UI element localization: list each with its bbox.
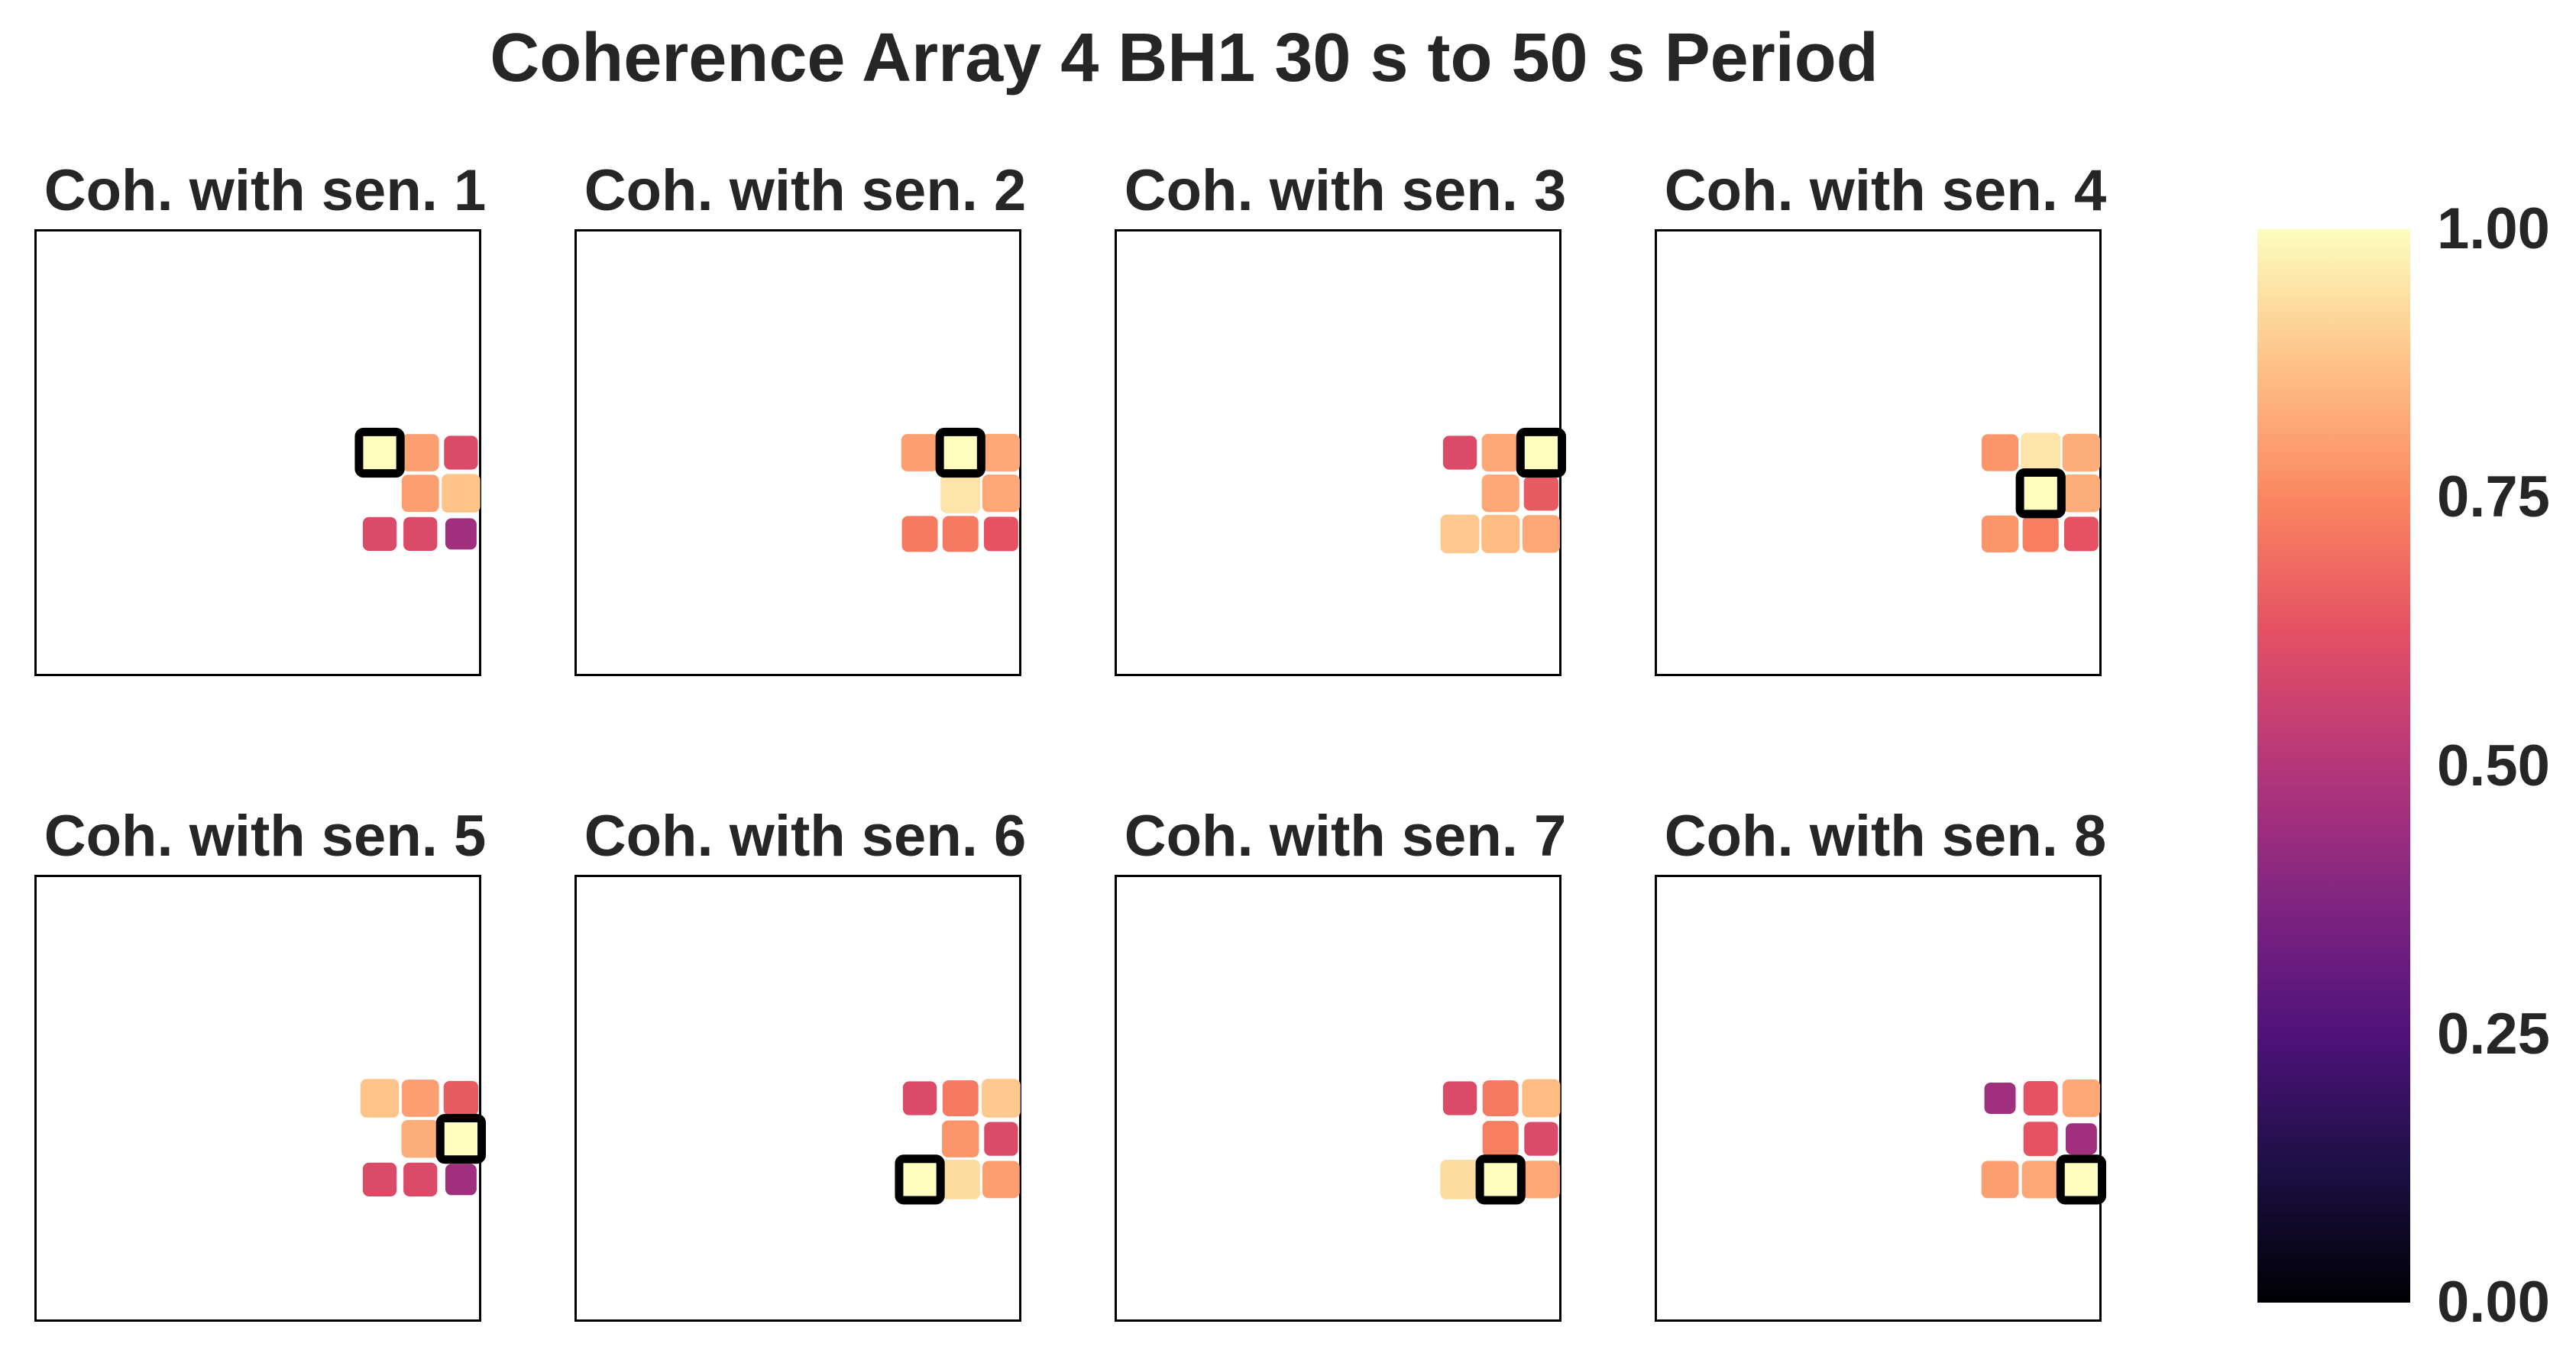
sensor-3-cell bbox=[1520, 432, 1561, 474]
sensor-4-cell bbox=[940, 473, 981, 513]
reference-sensor-outline bbox=[435, 1114, 487, 1164]
colorbar-tick-label-0-25: 0.25 bbox=[2437, 1001, 2550, 1067]
sensor-6-cell bbox=[899, 1159, 940, 1200]
sensor-8-cell bbox=[1522, 515, 1560, 553]
sensor-4-cell bbox=[401, 1119, 439, 1158]
sensor-8-cell bbox=[445, 1164, 477, 1196]
sensor-5-cell bbox=[1523, 475, 1559, 511]
panel-title-4: Coh. with sen. 4 bbox=[1664, 158, 2107, 223]
coherence-panel-6 bbox=[574, 875, 1021, 1322]
colorbar-tick-label-1-00: 1.00 bbox=[2437, 196, 2550, 261]
sensor-6-cell bbox=[1440, 514, 1480, 554]
sensor-7-cell bbox=[2022, 516, 2059, 552]
sensor-4-cell bbox=[942, 1120, 979, 1157]
sensor-8-cell bbox=[982, 1161, 1020, 1199]
sensor-4-cell bbox=[1481, 474, 1519, 513]
coherence-panel-1 bbox=[34, 229, 481, 676]
sensor-5-cell bbox=[1524, 1122, 1558, 1156]
reference-sensor-outline bbox=[895, 1154, 945, 1205]
sensor-5-cell bbox=[982, 474, 1020, 513]
sensor-7-cell bbox=[403, 1162, 438, 1196]
sensor-3-cell bbox=[2062, 433, 2101, 472]
sensor-7-cell bbox=[2021, 1161, 2060, 1199]
sensor-2-cell bbox=[401, 434, 439, 471]
sensor-4-cell bbox=[1482, 1121, 1519, 1157]
panel-title-6: Coh. with sen. 6 bbox=[584, 804, 1027, 869]
sensor-2-cell bbox=[2021, 432, 2061, 473]
reference-sensor-outline bbox=[935, 427, 985, 478]
colorbar-tick-label-0-50: 0.50 bbox=[2437, 733, 2550, 798]
panel-title-3: Coh. with sen. 3 bbox=[1124, 158, 1567, 223]
sensor-1-cell bbox=[359, 432, 400, 474]
sensor-1-cell bbox=[1442, 1081, 1477, 1115]
sensor-1-cell bbox=[1981, 434, 2019, 471]
sensor-3-cell bbox=[2062, 1079, 2100, 1118]
panel-title-2: Coh. with sen. 2 bbox=[584, 158, 1027, 223]
sensor-6-cell bbox=[362, 516, 397, 551]
panel-title-7: Coh. with sen. 7 bbox=[1124, 804, 1567, 869]
sensor-7-cell bbox=[1481, 514, 1520, 553]
coherence-panel-4 bbox=[1655, 229, 2102, 676]
panel-title-5: Coh. with sen. 5 bbox=[44, 804, 487, 869]
sensor-7-cell bbox=[942, 516, 979, 552]
sensor-1-cell bbox=[360, 1079, 400, 1118]
sensor-8-cell bbox=[2060, 1159, 2102, 1200]
sensor-3-cell bbox=[982, 1079, 1021, 1118]
sensor-8-cell bbox=[983, 516, 1018, 552]
reference-sensor-outline bbox=[2015, 468, 2066, 519]
sensor-1-cell bbox=[1984, 1083, 2016, 1114]
sensor-8-cell bbox=[1522, 1161, 1560, 1199]
sensor-3-cell bbox=[982, 433, 1020, 472]
sensor-5-cell bbox=[2065, 1123, 2097, 1155]
sensor-3-cell bbox=[444, 435, 478, 470]
sensor-6-cell bbox=[1981, 1161, 2019, 1199]
sensor-4-cell bbox=[2023, 1122, 2058, 1157]
sensor-8-cell bbox=[2063, 516, 2099, 552]
sensor-5-cell bbox=[440, 1119, 481, 1160]
sensor-6-cell bbox=[1981, 515, 2019, 552]
sensor-7-cell bbox=[940, 1160, 981, 1200]
sensor-2-cell bbox=[942, 1080, 979, 1116]
reference-sensor-outline bbox=[1516, 427, 1567, 478]
reference-sensor-outline bbox=[1475, 1154, 1526, 1205]
sensor-2-cell bbox=[940, 432, 981, 474]
colorbar-tick-label-0-00: 0.00 bbox=[2437, 1270, 2550, 1335]
sensor-3-cell bbox=[1522, 1079, 1561, 1118]
coherence-panel-7 bbox=[1115, 875, 1561, 1322]
coherence-panel-8 bbox=[1655, 875, 2107, 1322]
coherence-panel-3 bbox=[1115, 229, 1567, 676]
reference-sensor-outline bbox=[354, 427, 405, 478]
sensor-6-cell bbox=[1440, 1160, 1480, 1200]
sensor-6-cell bbox=[901, 516, 938, 552]
colorbar-fill bbox=[2257, 229, 2410, 1303]
sensor-4-cell bbox=[401, 474, 439, 513]
sensor-4-cell bbox=[2020, 473, 2061, 514]
sensor-7-cell bbox=[1480, 1159, 1521, 1200]
sensor-5-cell bbox=[2062, 474, 2101, 513]
figure-title: Coherence Array 4 BH1 30 s to 50 s Perio… bbox=[490, 20, 1879, 96]
colorbar bbox=[2257, 229, 2410, 1303]
sensor-1-cell bbox=[1442, 435, 1477, 470]
reference-sensor-outline bbox=[2056, 1154, 2107, 1205]
sensor-2-cell bbox=[2023, 1081, 2058, 1115]
colorbar-tick-label-0-75: 0.75 bbox=[2437, 465, 2550, 530]
panel-title-1: Coh. with sen. 1 bbox=[44, 158, 487, 223]
coherence-panel-2 bbox=[574, 229, 1021, 676]
sensor-2-cell bbox=[1481, 433, 1519, 472]
colorbar-gradient bbox=[2257, 229, 2410, 1303]
sensor-1-cell bbox=[902, 1081, 937, 1115]
coherence-panel-5 bbox=[34, 875, 487, 1322]
sensor-7-cell bbox=[403, 516, 438, 551]
sensor-2-cell bbox=[401, 1080, 439, 1117]
sensor-8-cell bbox=[445, 518, 477, 550]
sensor-2-cell bbox=[1482, 1080, 1519, 1116]
sensor-6-cell bbox=[362, 1162, 397, 1196]
sensor-5-cell bbox=[442, 474, 481, 513]
sensor-3-cell bbox=[443, 1080, 479, 1116]
sensor-5-cell bbox=[984, 1122, 1018, 1156]
sensor-1-cell bbox=[901, 434, 939, 471]
panel-title-8: Coh. with sen. 8 bbox=[1664, 804, 2107, 869]
